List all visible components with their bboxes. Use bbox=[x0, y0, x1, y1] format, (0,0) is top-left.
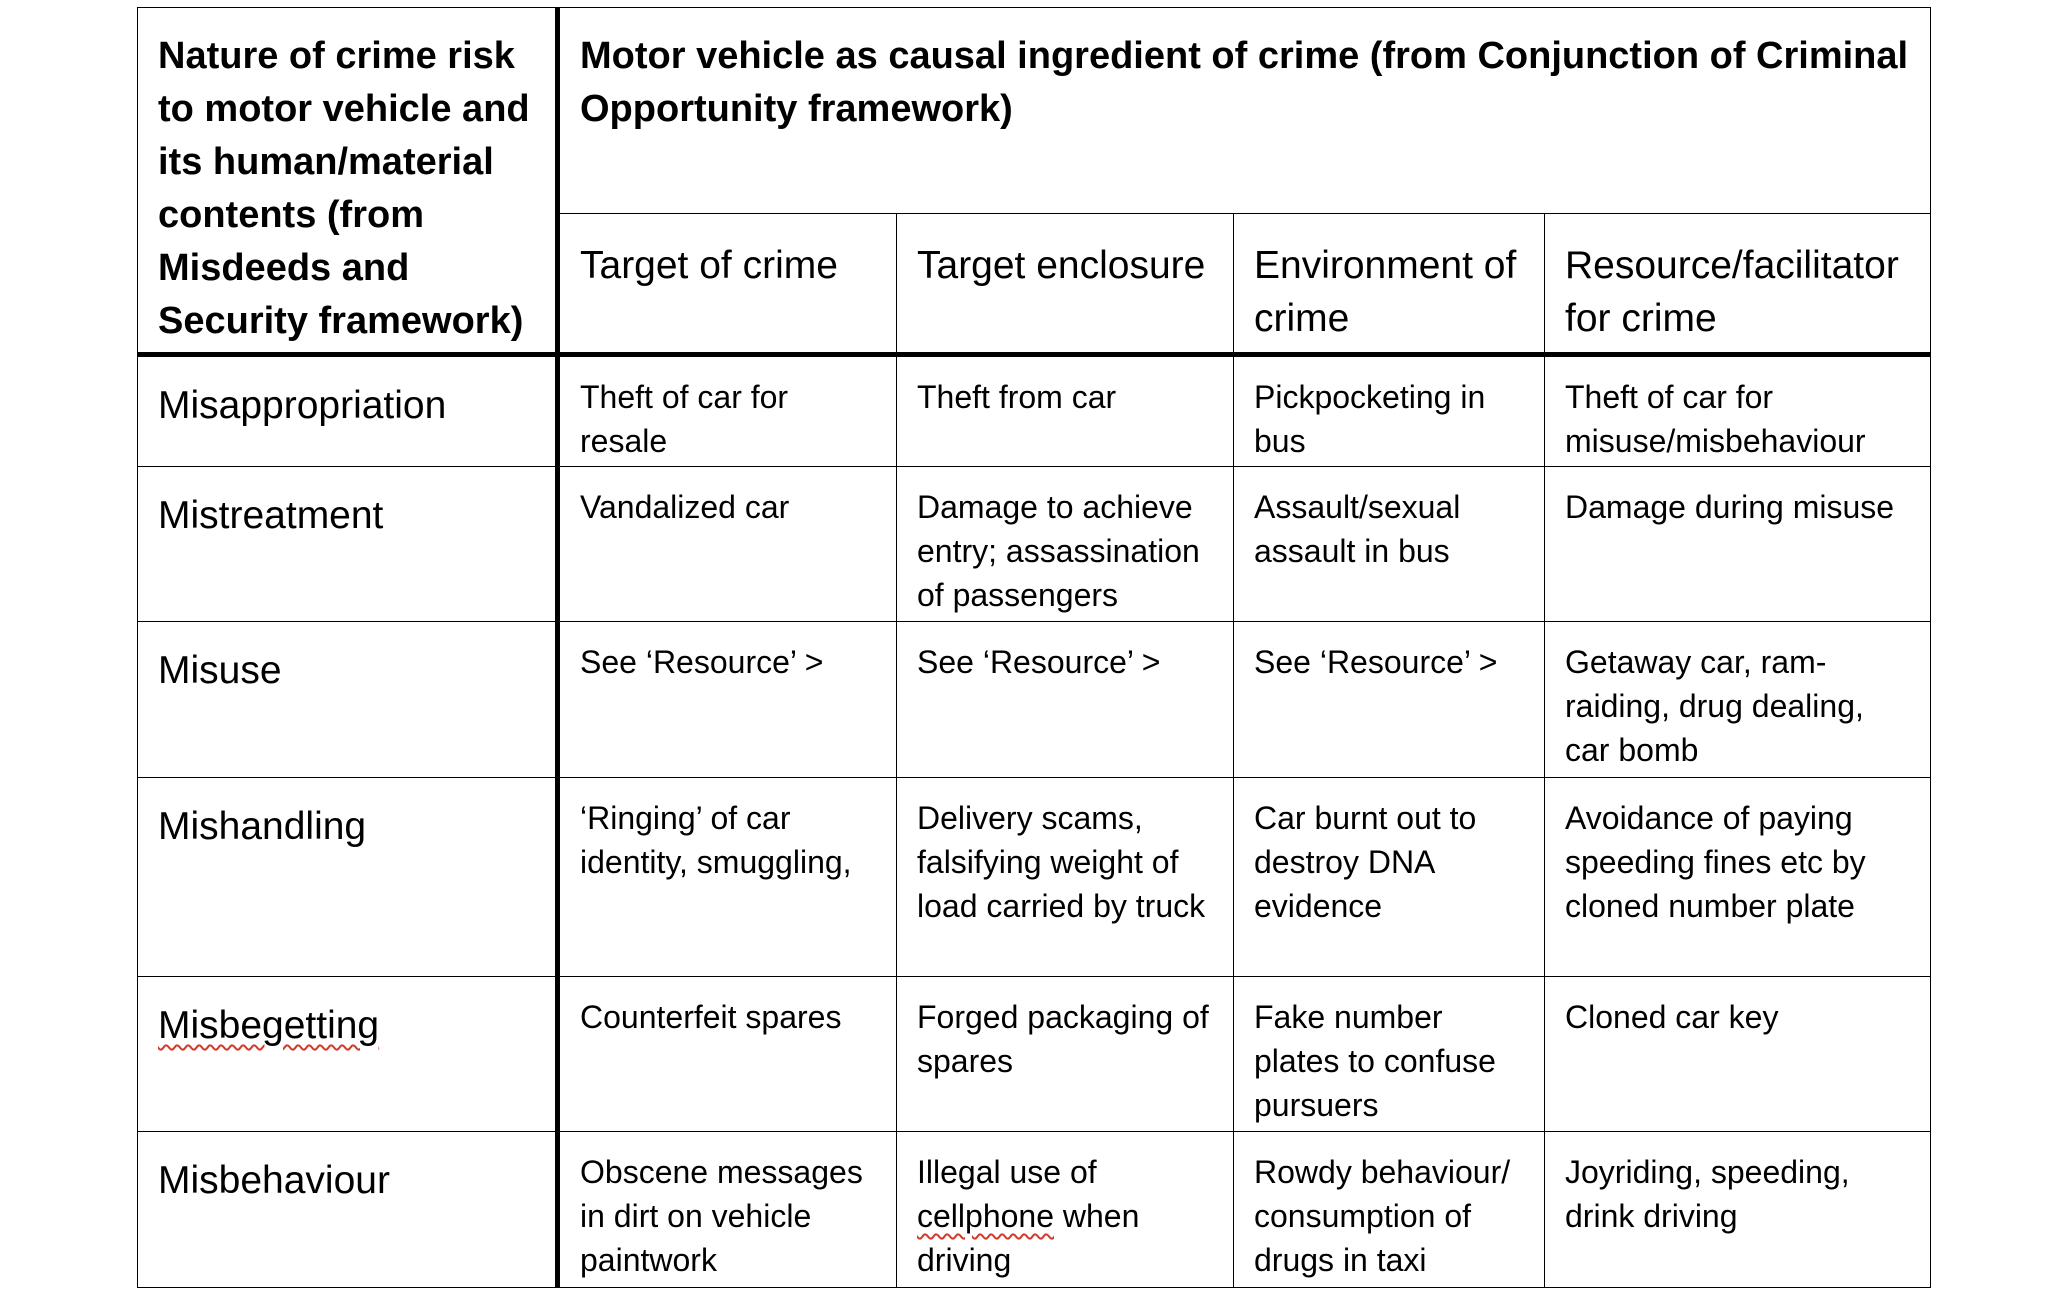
spellcheck-word: cellphone bbox=[917, 1198, 1054, 1234]
table-cell: Obscene messages in dirt on vehicle pain… bbox=[557, 1131, 897, 1288]
header-row-columns: Target of crime Target enclosure Environ… bbox=[138, 213, 1932, 357]
table-row: Misbehaviour Obscene messages in dirt on… bbox=[137, 1131, 1932, 1288]
table-cell: Damage during misuse bbox=[1543, 466, 1932, 622]
table-cell: Car burnt out to destroy DNA evidence bbox=[1233, 777, 1545, 977]
table-cell: Fake number plates to confuse pursuers bbox=[1233, 976, 1545, 1132]
table-cell: See ‘Resource’ > bbox=[557, 621, 897, 778]
table-row: Misappropriation Theft of car for resale… bbox=[137, 354, 1932, 467]
table-cell: Assault/sexual assault in bus bbox=[1233, 466, 1545, 622]
column-header-environment: Environment of crime bbox=[1233, 213, 1545, 357]
crime-matrix-table: Nature of crime risk to motor vehicle an… bbox=[137, 6, 1932, 1288]
corner-header: Nature of crime risk to motor vehicle an… bbox=[137, 7, 560, 357]
banner-header: Motor vehicle as causal ingredient of cr… bbox=[556, 6, 1932, 215]
cell-text: when driving bbox=[917, 1198, 1140, 1278]
table-row: Misbegetting Counterfeit spares Forged p… bbox=[137, 976, 1932, 1132]
table-cell: Vandalized car bbox=[557, 466, 897, 622]
column-header-enclosure: Target enclosure bbox=[896, 213, 1234, 357]
table-cell: Getaway car, ram-raiding, drug dealing, … bbox=[1543, 621, 1932, 778]
table-cell: Rowdy behaviour/ consumption of drugs in… bbox=[1233, 1131, 1545, 1288]
row-header-misbehaviour: Misbehaviour bbox=[137, 1131, 560, 1288]
table-cell: ‘Ringing’ of car identity, smuggling, bbox=[557, 777, 897, 977]
table-cell: Pickpocketing in bus bbox=[1233, 354, 1545, 467]
table-cell: See ‘Resource’ > bbox=[896, 621, 1234, 778]
table-cell: Theft from car bbox=[896, 354, 1234, 467]
table-cell: Damage to achieve entry; assassination o… bbox=[896, 466, 1234, 622]
table-cell: See ‘Resource’ > bbox=[1233, 621, 1545, 778]
table-cell: Theft of car for resale bbox=[557, 354, 897, 467]
spellcheck-word: Misbegetting bbox=[158, 1004, 380, 1047]
table-cell: Forged packaging of spares bbox=[896, 976, 1234, 1132]
row-header-misbegetting: Misbegetting bbox=[137, 976, 560, 1132]
table-cell: Illegal use of cellphone when driving bbox=[896, 1131, 1234, 1288]
table-row: Mistreatment Vandalized car Damage to ac… bbox=[137, 466, 1932, 622]
row-header-misappropriation: Misappropriation bbox=[137, 354, 560, 467]
table-cell: Cloned car key bbox=[1543, 976, 1932, 1132]
row-header-mistreatment: Mistreatment bbox=[137, 466, 560, 622]
cell-text: Illegal use of bbox=[917, 1154, 1097, 1190]
header-row-top: Nature of crime risk to motor vehicle an… bbox=[137, 6, 1932, 357]
column-header-resource: Resource/facilitator for crime bbox=[1543, 213, 1932, 357]
row-header-misuse: Misuse bbox=[137, 621, 560, 778]
table-cell: Theft of car for misuse/misbehaviour bbox=[1543, 354, 1932, 467]
row-header-mishandling: Mishandling bbox=[137, 777, 560, 977]
table-cell: Delivery scams, falsifying weight of loa… bbox=[896, 777, 1234, 977]
table-cell: Counterfeit spares bbox=[557, 976, 897, 1132]
table-cell: Joyriding, speeding, drink driving bbox=[1543, 1131, 1932, 1288]
table-row: Mishandling ‘Ringing’ of car identity, s… bbox=[137, 777, 1932, 977]
table-cell: Avoidance of paying speeding fines etc b… bbox=[1543, 777, 1932, 977]
table-row: Misuse See ‘Resource’ > See ‘Resource’ >… bbox=[137, 621, 1932, 778]
column-header-target: Target of crime bbox=[557, 213, 897, 357]
crime-matrix-table-wrapper: Nature of crime risk to motor vehicle an… bbox=[137, 6, 1932, 1288]
